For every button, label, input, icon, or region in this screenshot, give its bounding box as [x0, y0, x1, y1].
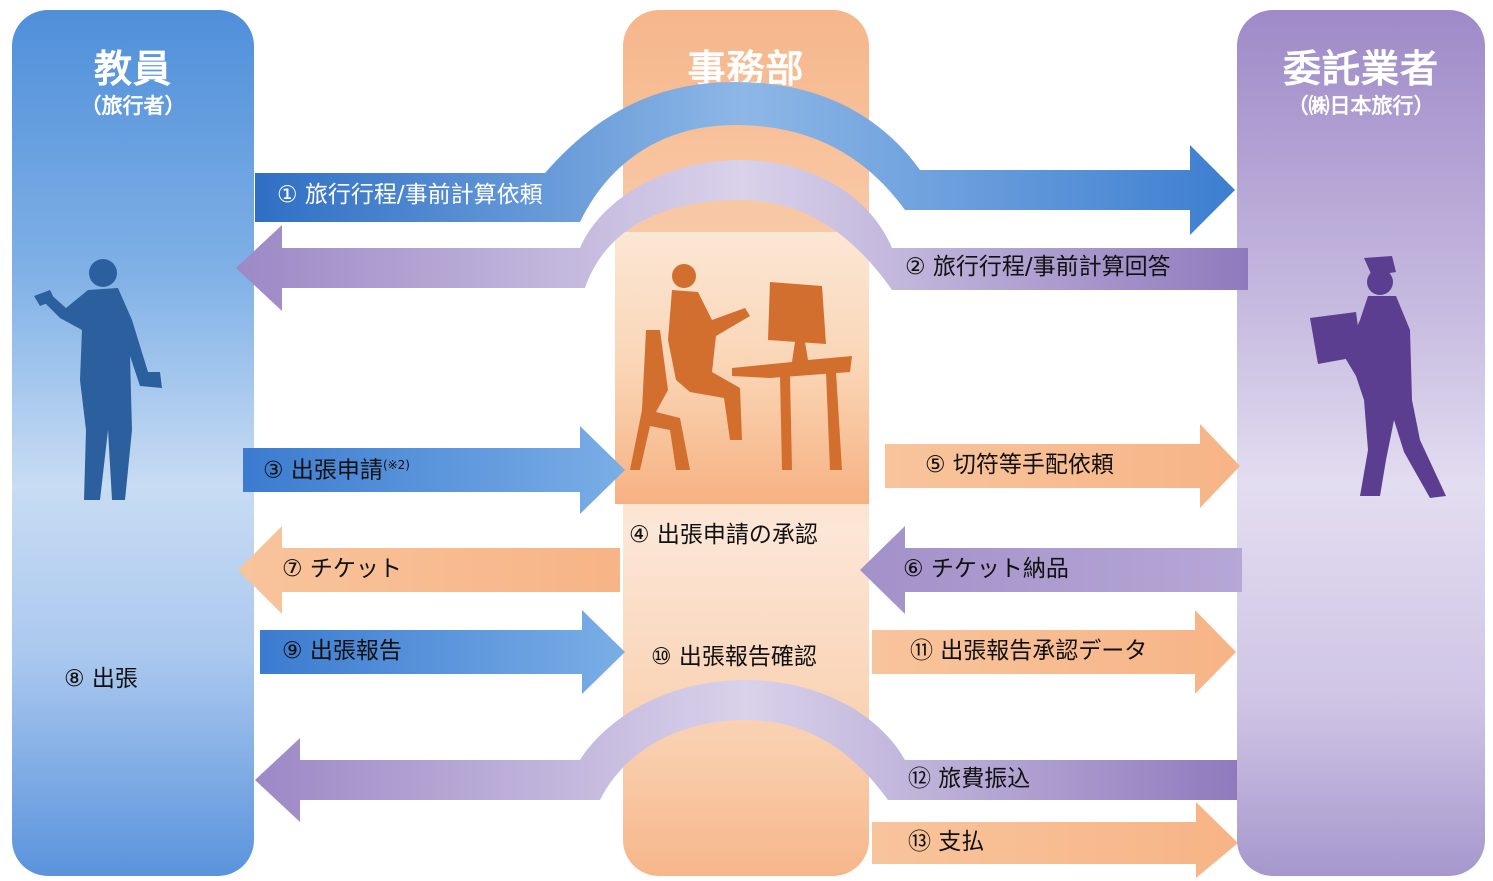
- agency-column: 委託業者 （㈱日本旅行）: [1237, 10, 1485, 876]
- arrow-step-9: [260, 610, 625, 694]
- step-5-label: ⑤ 切符等手配依頼: [925, 452, 1114, 478]
- step-3-label: ③ 出張申請(※2): [263, 459, 410, 483]
- arrow-step-12: [255, 680, 1237, 822]
- step-4-label: ④ 出張申請の承認: [629, 522, 818, 548]
- faculty-title: 教員: [93, 47, 172, 91]
- step-3-text: ③ 出張申請: [263, 457, 383, 484]
- arrow-step-7: [238, 526, 620, 614]
- arrow-step-13: [872, 802, 1238, 878]
- step-3-note: (※2): [382, 458, 410, 472]
- agency-subtitle: （㈱日本旅行）: [1287, 94, 1435, 118]
- office-worker-silhouette-icon: [630, 264, 852, 470]
- step-12-label: ⑫ 旅費振込: [908, 766, 1031, 792]
- step-6-label: ⑥ チケット納品: [903, 556, 1069, 582]
- step-13-label: ⑬ 支払: [908, 829, 985, 855]
- step-10-label: ⑩ 出張報告確認: [651, 644, 817, 670]
- step-2-label: ② 旅行行程/事前計算回答: [905, 254, 1171, 280]
- faculty-column: 教員 （旅行者）: [12, 10, 254, 876]
- step-8-label: ⑧ 出張: [64, 666, 138, 692]
- traveler-silhouette-icon: [34, 259, 162, 500]
- faculty-subtitle: （旅行者）: [80, 94, 186, 118]
- arrow-step-3: [243, 426, 625, 514]
- arrow-step-6: [860, 526, 1242, 614]
- step-11-label: ⑪ 出張報告承認データ: [910, 638, 1148, 664]
- arrow-step-2: [236, 160, 1248, 311]
- courier-silhouette-icon: [1310, 256, 1446, 498]
- step-9-label: ⑨ 出張報告: [282, 638, 402, 664]
- agency-title: 委託業者: [1282, 47, 1439, 91]
- arrow-step-5: [885, 424, 1240, 508]
- arrow-step-11: [872, 610, 1236, 694]
- step-7-label: ⑦ チケット: [282, 556, 402, 582]
- step-1-label: ① 旅行行程/事前計算依頼: [277, 182, 543, 208]
- arrow-step-1: [255, 82, 1235, 235]
